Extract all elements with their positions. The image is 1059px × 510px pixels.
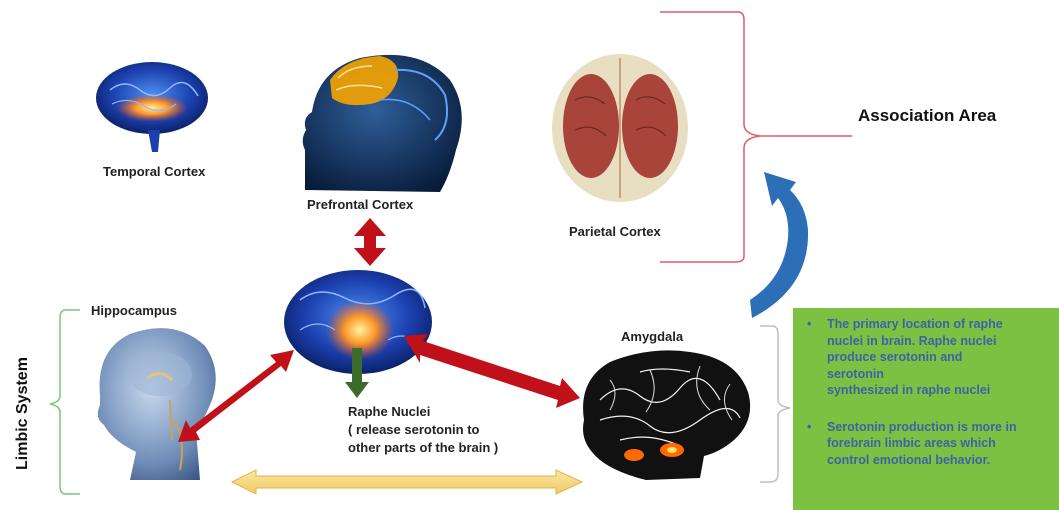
info-bullet-item: • The primary location of raphe nuclei i… [793,316,1059,399]
prefrontal-central-double-arrow [354,218,386,266]
raphe-nuclei-line-3: other parts of the brain ) [348,439,498,457]
info-line: nuclei in brain. Raphe nuclei [827,333,1051,350]
hippocampus-head-image [98,328,216,480]
limbic-to-association-curved-arrow [750,172,808,318]
info-line: synthesized in raphe nuclei [827,382,1051,399]
hippocampus-label: Hippocampus [91,303,177,318]
limbic-system-label: Limbic System [14,357,32,470]
info-line: Serotonin production is more in [827,419,1051,436]
central-amygdala-double-arrow [404,334,580,408]
bullet-dot: • [807,419,811,436]
amygdala-label: Amygdala [621,329,683,344]
raphe-nuclei-caption: Raphe Nuclei ( release serotonin to othe… [348,403,498,457]
info-line: produce serotonin and [827,349,1051,366]
raphe-nuclei-title: Raphe Nuclei [348,403,498,421]
bullet-dot: • [807,316,811,333]
amygdala-brain-image [583,350,750,480]
info-line: serotonin [827,366,1051,383]
association-area-brace [660,12,852,262]
association-area-label: Association Area [858,106,996,126]
prefrontal-cortex-label: Prefrontal Cortex [307,197,413,212]
temporal-cortex-label: Temporal Cortex [103,164,205,179]
amygdala-info-bracket [760,326,790,482]
info-line: control emotional behavior. [827,452,1051,469]
info-line: forebrain limbic areas which [827,435,1051,452]
limbic-system-bracket [50,310,80,494]
parietal-cortex-brain-image [552,54,688,202]
prefrontal-cortex-head-image [303,55,462,192]
temporal-cortex-brain-image [96,62,208,152]
hippocampus-amygdala-yellow-arrow [232,470,582,494]
parietal-cortex-label: Parietal Cortex [569,224,661,239]
raphe-nuclei-line-2: ( release serotonin to [348,421,498,439]
info-bullet-item: • Serotonin production is more in forebr… [793,419,1059,469]
raphe-info-box: • The primary location of raphe nuclei i… [793,308,1059,510]
info-line: The primary location of raphe [827,316,1051,333]
